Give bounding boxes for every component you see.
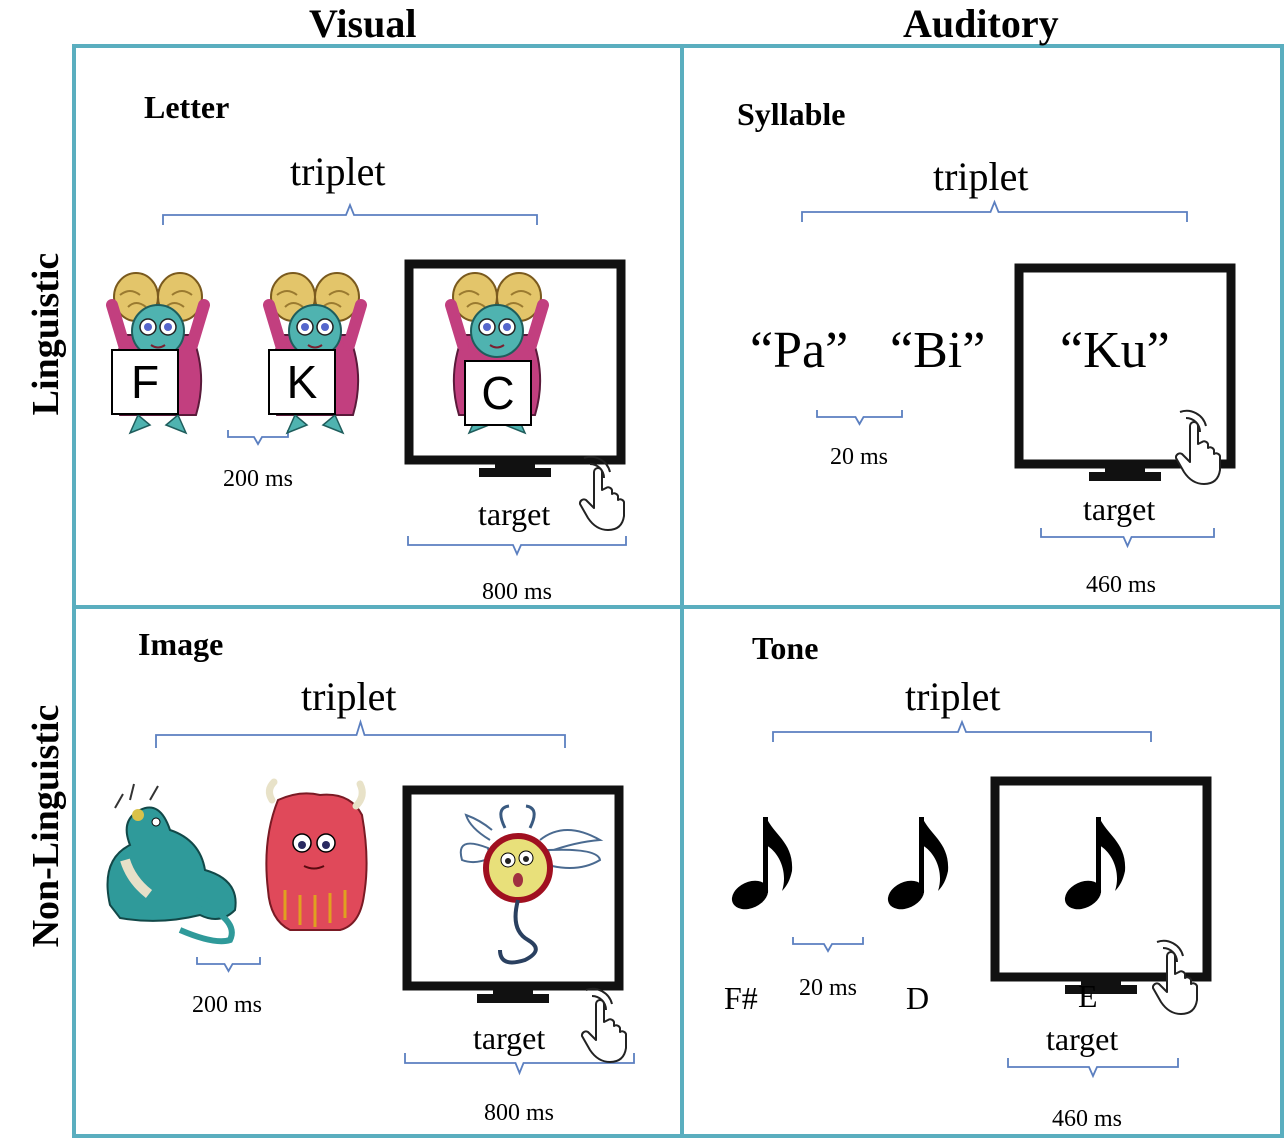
triplet-label-tone: triplet (905, 674, 1001, 719)
gap-label-letter: 200 ms (223, 466, 294, 492)
triplet-label-letter: triplet (290, 149, 386, 194)
duration-label-letter: 800 ms (482, 579, 553, 605)
duration-label-syllable: 460 ms (1086, 572, 1157, 598)
target-label-tone: target (1046, 1021, 1119, 1057)
row-label-linguistic: Linguistic (25, 252, 67, 416)
touch-hand-icon (580, 987, 627, 1063)
target-label-syllable: target (1083, 491, 1156, 527)
panel-title-letter: Letter (144, 89, 230, 125)
brace (816, 410, 903, 426)
furry-monster-icon (265, 778, 368, 931)
syllable-2: “Bi” (890, 322, 986, 379)
note-label-1: F# (724, 980, 758, 1016)
brace (227, 430, 289, 446)
brace (407, 536, 627, 557)
gap-label-tone: 20 ms (799, 975, 858, 1001)
duration-label-image: 800 ms (484, 1100, 555, 1126)
column-header-auditory: Auditory (903, 1, 1059, 46)
syllable-3: “Ku” (1060, 322, 1170, 379)
gap-label-image: 200 ms (192, 992, 263, 1018)
brace (162, 202, 538, 225)
brace (772, 719, 1152, 742)
grid-frame (72, 44, 1284, 1138)
brace (155, 718, 566, 748)
brace (1007, 1058, 1179, 1079)
target-label-letter: target (478, 496, 551, 532)
brace (404, 1053, 635, 1076)
triplet-label-image: triplet (301, 674, 397, 719)
duration-label-tone: 460 ms (1052, 1106, 1123, 1132)
panel-title-tone: Tone (752, 630, 819, 666)
syllable-1: “Pa” (750, 322, 849, 379)
row-label-non-linguistic: Non-Linguistic (25, 704, 67, 948)
music-note-icon (883, 817, 949, 915)
brace (196, 957, 261, 973)
triplet-label-syllable: triplet (933, 154, 1029, 199)
column-header-visual: Visual (309, 1, 417, 46)
target-label-image: target (473, 1020, 546, 1056)
gap-label-syllable: 20 ms (830, 444, 889, 470)
touch-hand-icon (578, 455, 625, 531)
brace-group (155, 199, 1215, 1079)
letter-card-2: K (268, 349, 336, 415)
winged-creature-icon (459, 804, 604, 965)
brace (801, 199, 1188, 222)
music-note-icon (727, 817, 793, 915)
brace (1040, 528, 1215, 549)
panel-title-syllable: Syllable (737, 96, 846, 132)
brace (792, 937, 864, 953)
letter-card-3: C (464, 360, 532, 426)
note-label-3: E (1078, 978, 1098, 1014)
panel-title-image: Image (138, 626, 224, 662)
note-label-2: D (906, 980, 930, 1016)
dragon-creature-icon (106, 783, 237, 945)
letter-card-1: F (111, 349, 179, 415)
